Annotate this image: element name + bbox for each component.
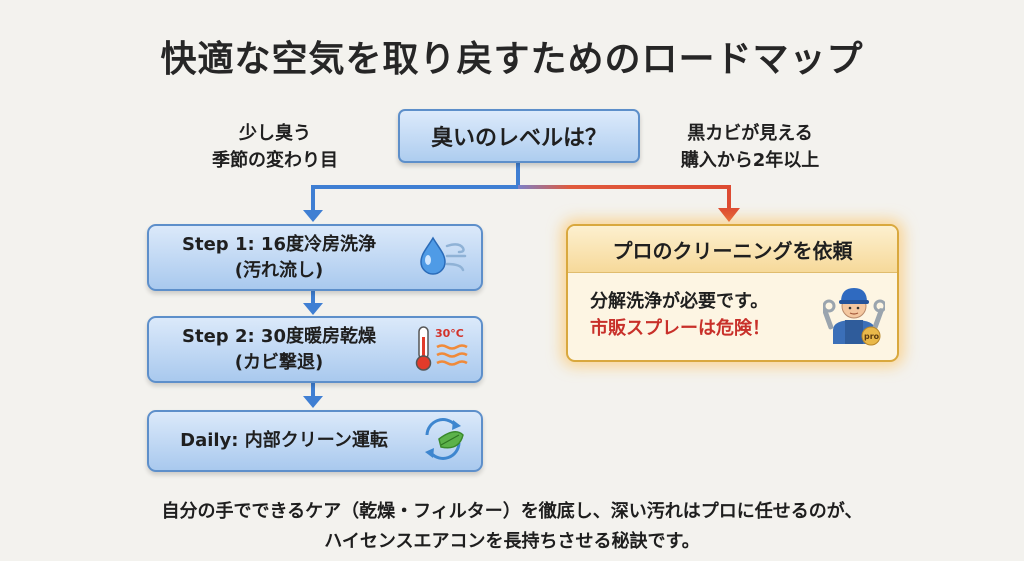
page-title: 快適な空気を取り戻すためのロードマップ xyxy=(160,39,864,80)
pro-badge: pro xyxy=(864,332,880,341)
step1-title: Step 1: 16度冷房洗浄 xyxy=(182,233,376,255)
daily-step-title: Daily: 内部クリーン運転 xyxy=(180,430,388,451)
pro-cleaning-box: プロのクリーニングを依頼 分解洗浄が必要です。 市販スプレーは危険！ pro xyxy=(566,224,899,362)
step2-title: Step 2: 30度暖房乾燥 xyxy=(182,325,376,347)
right-branch-line1: 黒カビが見える xyxy=(687,123,813,144)
right-branch-line2: 購入から2年以上 xyxy=(680,150,820,171)
question-label: 臭いのレベルは？ xyxy=(430,126,607,151)
arrow-to-step1 xyxy=(303,210,323,222)
right-branch-label: 黒カビが見える 購入から2年以上 xyxy=(655,120,845,174)
arrow-to-step3 xyxy=(303,396,323,408)
thermometer-heat-icon: 30°C xyxy=(413,323,469,377)
step2-box: Step 2: 30度暖房乾燥 (カビ撃退) 30°C xyxy=(147,316,483,383)
step1-box: Step 1: 16度冷房洗浄 (汚れ流し) xyxy=(147,224,483,291)
left-branch-label: 少し臭う 季節の変わり目 xyxy=(190,120,360,174)
step1-subtitle: (汚れ流し) xyxy=(234,259,324,281)
water-drop-wind-icon xyxy=(417,234,469,282)
daily-step-box: Daily: 内部クリーン運転 xyxy=(147,410,483,472)
footer-line1: 自分の手でできるケア（乾燥・フィルター）を徹底し、深い汚れはプロに任せるのが、 xyxy=(161,501,863,522)
pro-warning: 市販スプレーは危険！ xyxy=(590,318,770,339)
arrow-to-pro xyxy=(718,208,740,222)
step2-subtitle: (カビ撃退) xyxy=(234,351,324,373)
pro-header: プロのクリーニングを依頼 xyxy=(568,226,897,273)
technician-wrench-icon: pro xyxy=(822,278,887,350)
connector-red-branch xyxy=(518,185,731,210)
recycle-leaf-icon xyxy=(419,417,469,465)
thermometer-badge: 30°C xyxy=(435,327,464,340)
connector-blue-branch xyxy=(311,185,518,212)
left-branch-line2: 季節の変わり目 xyxy=(212,150,338,171)
left-branch-line1: 少し臭う xyxy=(239,123,311,144)
pro-body-line1: 分解洗浄が必要です。 xyxy=(590,291,769,312)
arrow-to-step2 xyxy=(303,303,323,315)
question-box: 臭いのレベルは？ xyxy=(398,109,640,163)
footer-line2: ハイセンスエアコンを長持ちさせる秘訣です。 xyxy=(324,531,700,552)
